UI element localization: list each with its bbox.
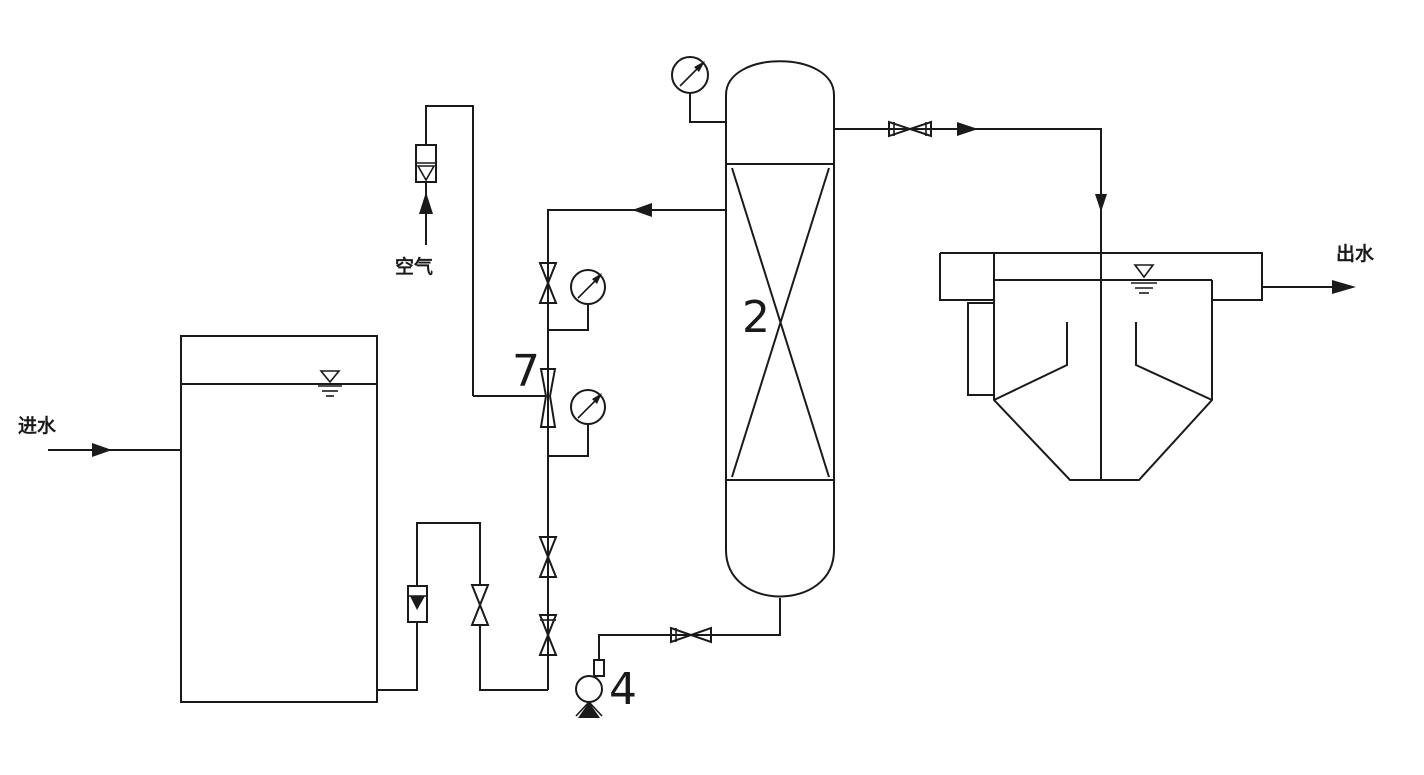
outlet-label: 出水 [1336, 243, 1375, 265]
valve-upper [538, 262, 558, 304]
reactor-column [725, 60, 835, 598]
effluent-pipe [1262, 280, 1356, 294]
air-line [419, 105, 474, 396]
recirculation-line [547, 203, 726, 690]
pressure-gauge-upper [548, 269, 606, 331]
flow-meter-lower [407, 585, 428, 623]
outlet-valve [888, 120, 932, 138]
inlet-pipe [48, 443, 181, 457]
ejector-number: 7 [512, 346, 540, 397]
tank-outlet-piping [377, 522, 548, 691]
return-line-valve [670, 626, 712, 644]
reactor-return-pipe [598, 598, 781, 660]
valve-lower-2 [538, 614, 558, 656]
air-flow-meter [415, 144, 437, 183]
valve-lower-1 [538, 536, 558, 578]
inlet-label: 进水 [18, 415, 57, 437]
circulation-pump [575, 659, 605, 718]
pressure-gauge-reactor [671, 56, 726, 123]
reactor-outlet-pipe [834, 122, 1107, 480]
reactor-number: 2 [742, 292, 770, 343]
settling-tank [939, 252, 1263, 481]
feed-tank [180, 335, 378, 703]
water-level-symbol [318, 370, 342, 397]
pump-number: 4 [609, 664, 637, 715]
air-label: 空气 [395, 256, 434, 278]
bypass-valve [470, 584, 490, 626]
settler-water-level-symbol [1131, 264, 1157, 294]
pressure-gauge-middle [548, 389, 606, 457]
ejector [473, 368, 557, 428]
